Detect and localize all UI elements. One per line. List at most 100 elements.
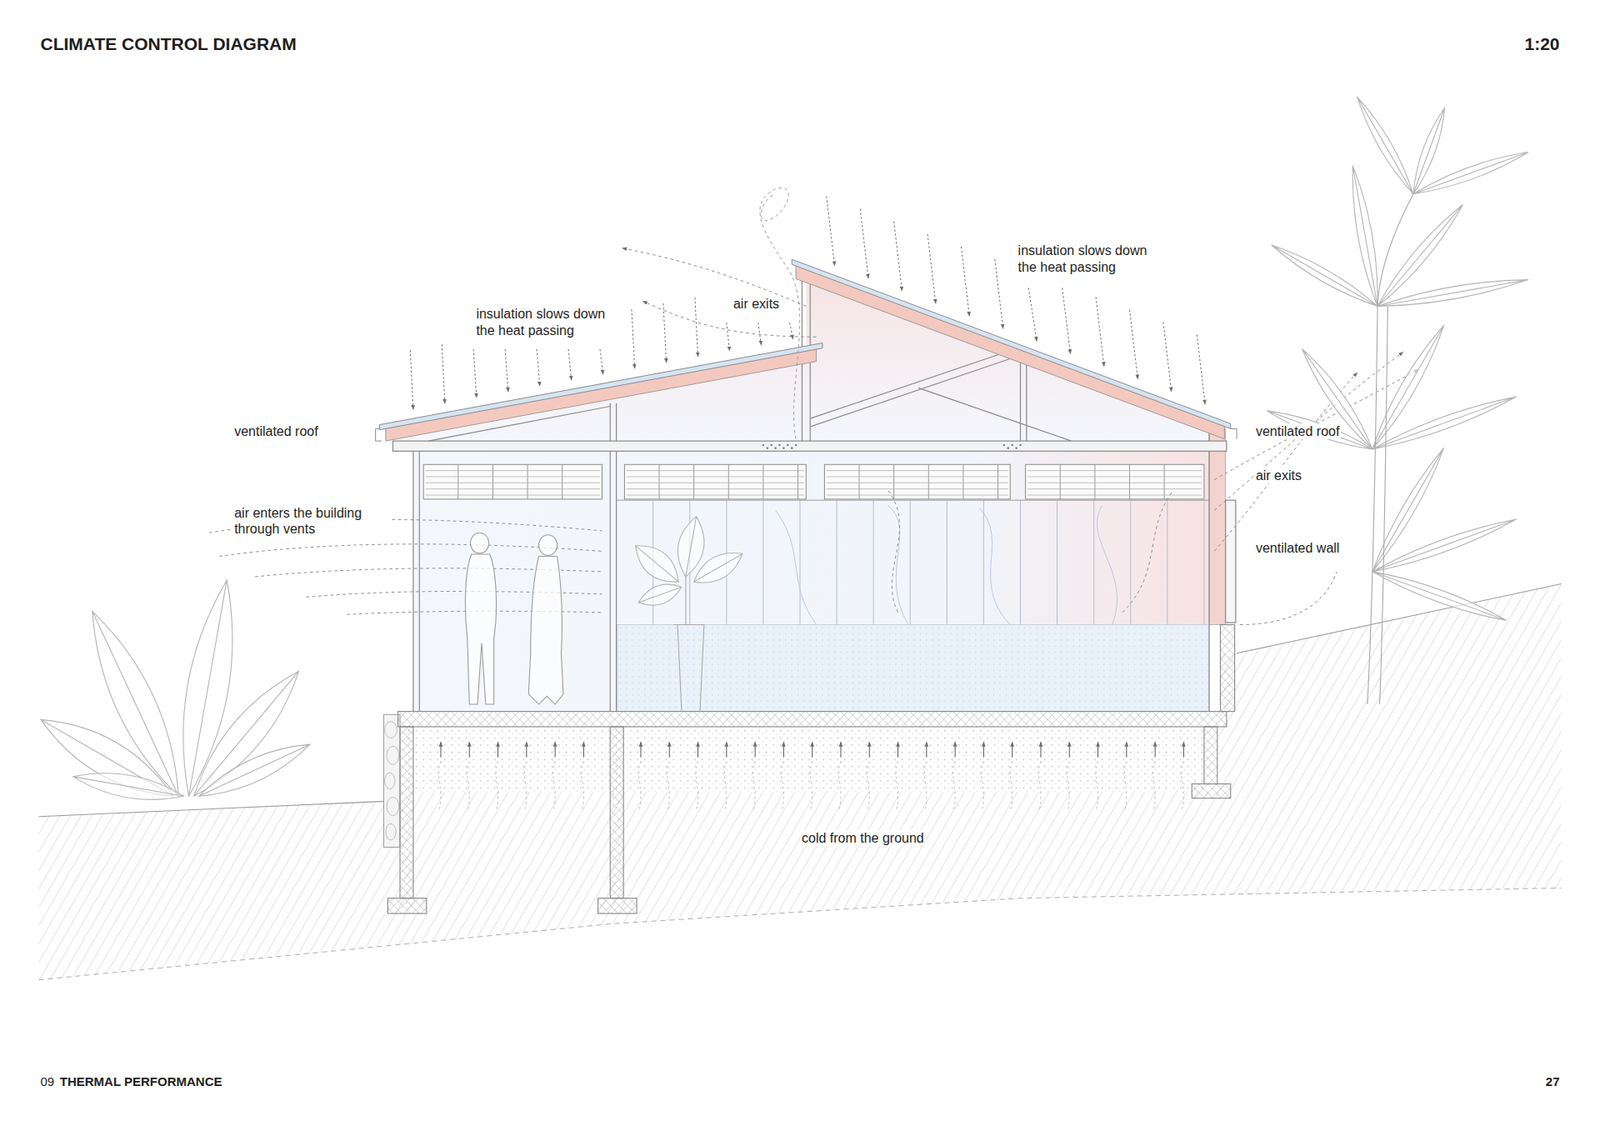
roof-part bbox=[380, 343, 823, 430]
glass-wall-part bbox=[910, 500, 911, 625]
ground-part bbox=[39, 887, 1562, 980]
glass-wall-part bbox=[946, 500, 948, 625]
ground-cold-arrows-part bbox=[1067, 761, 1070, 812]
interior-air bbox=[392, 275, 1225, 712]
plant-stems-part bbox=[685, 576, 686, 625]
louvers-part bbox=[425, 495, 600, 496]
ground-cold-arrows-part bbox=[1097, 741, 1099, 757]
heat-arrows-part bbox=[927, 234, 936, 304]
louvers-part bbox=[492, 464, 494, 500]
plant-leaves-part bbox=[635, 545, 680, 582]
glass-wall-part bbox=[980, 508, 1011, 625]
glass-wall-part bbox=[1056, 500, 1058, 625]
louvers-part bbox=[626, 470, 805, 471]
callout-label: air exits bbox=[731, 295, 781, 312]
louvers-part bbox=[457, 464, 459, 500]
louvers-part bbox=[425, 482, 600, 484]
louvers-part bbox=[1027, 488, 1202, 490]
ground-cold-arrows-part bbox=[1155, 741, 1156, 757]
glass-wall-part bbox=[800, 500, 801, 625]
louvers-part bbox=[425, 475, 600, 477]
building-frame-part bbox=[810, 355, 1020, 427]
foundation-part bbox=[403, 726, 1205, 792]
heat-arrows-part bbox=[631, 309, 635, 369]
roof bbox=[375, 259, 1237, 441]
heat-arrows-part bbox=[826, 195, 835, 265]
glass-wall-part bbox=[836, 500, 838, 625]
ground-part bbox=[39, 584, 1562, 980]
ground-cold-arrows-part bbox=[581, 761, 584, 812]
heat-arrows-part bbox=[473, 349, 477, 398]
heat-arrows-part bbox=[1062, 287, 1071, 354]
ground-cold-arrows bbox=[439, 741, 1185, 811]
louvers-part bbox=[624, 464, 806, 500]
plant-leaves bbox=[40, 96, 1529, 800]
air-flow-lines bbox=[209, 248, 1419, 625]
glass-wall-part bbox=[775, 510, 817, 625]
ground-cold-arrows-part bbox=[953, 761, 955, 812]
callout-label: ventilated roof bbox=[1254, 423, 1342, 440]
bolt-dots-part bbox=[1015, 446, 1018, 450]
ground-cold-arrows-part bbox=[783, 741, 785, 757]
glass-wall-part bbox=[873, 500, 875, 625]
louvers-part bbox=[826, 482, 1009, 484]
plant-stems-part bbox=[1380, 305, 1389, 705]
louvers-part bbox=[1129, 464, 1130, 500]
plant-leaves-part bbox=[638, 584, 682, 605]
louvers-part bbox=[859, 464, 860, 500]
ground-cold-arrows-part bbox=[981, 761, 984, 812]
building-frame-part bbox=[392, 440, 1226, 451]
ground-cold-arrows-part bbox=[583, 741, 585, 757]
ground-cold-arrows-part bbox=[839, 761, 841, 812]
roof-part bbox=[375, 428, 382, 441]
heat-arrows-part bbox=[1095, 296, 1105, 366]
plant-leaves-part bbox=[1377, 280, 1529, 307]
ground-cold-arrows-part bbox=[1153, 761, 1155, 812]
plant-leaves-part bbox=[1372, 447, 1445, 571]
plant-leaves-part bbox=[1357, 96, 1414, 195]
louvers-part bbox=[1094, 464, 1095, 500]
plant-leaves-part bbox=[694, 553, 743, 583]
ground-cold-arrows-part bbox=[1010, 761, 1012, 812]
heat-arrows-part bbox=[695, 297, 699, 357]
heat-arrows-part bbox=[860, 209, 869, 279]
heat-arrows-part bbox=[663, 303, 667, 363]
louvers-part bbox=[997, 464, 999, 500]
bolt-dots-part bbox=[782, 446, 785, 450]
glass-wall-part bbox=[1093, 500, 1095, 625]
interior-air-part bbox=[1209, 428, 1226, 625]
louvers-part bbox=[826, 475, 1009, 477]
louvers-part bbox=[659, 464, 660, 500]
foundation-part bbox=[598, 898, 638, 914]
building-frame-part bbox=[1225, 500, 1236, 623]
air-flow-lines-part bbox=[887, 490, 900, 613]
plant-stems bbox=[673, 194, 1414, 712]
foundation-part bbox=[398, 711, 1227, 727]
heat-arrows-part bbox=[410, 350, 414, 410]
air-swirl bbox=[760, 187, 800, 439]
plant-leaves-part bbox=[1352, 165, 1378, 307]
interior-air-part bbox=[413, 449, 1210, 712]
glass-wall-part bbox=[616, 500, 1210, 501]
louvers-part bbox=[928, 464, 930, 500]
foundation-part bbox=[386, 796, 400, 815]
heat-arrows-part bbox=[600, 349, 604, 375]
heat-arrows bbox=[410, 195, 1205, 410]
plant-leaves-part bbox=[199, 744, 310, 796]
ground-cold-arrows-part bbox=[639, 761, 641, 812]
callout-label: cold from the ground bbox=[800, 830, 926, 846]
louvers-part bbox=[962, 464, 964, 500]
ground-cold-arrows-part bbox=[553, 761, 555, 812]
louvers-part bbox=[826, 488, 1009, 490]
bolt-dots-part bbox=[1003, 444, 1006, 447]
glass-wall-part bbox=[1166, 500, 1168, 625]
heat-arrows-part bbox=[758, 322, 762, 345]
louvers bbox=[423, 464, 1205, 500]
plant-leaves-part bbox=[73, 773, 185, 800]
foundation-part bbox=[386, 745, 400, 765]
heat-arrows-part bbox=[995, 259, 1004, 329]
louvers-part bbox=[1027, 482, 1202, 484]
louvers-part bbox=[425, 470, 600, 471]
ground-cold-arrows-part bbox=[811, 741, 813, 757]
ground-cold-arrows-part bbox=[467, 761, 470, 812]
